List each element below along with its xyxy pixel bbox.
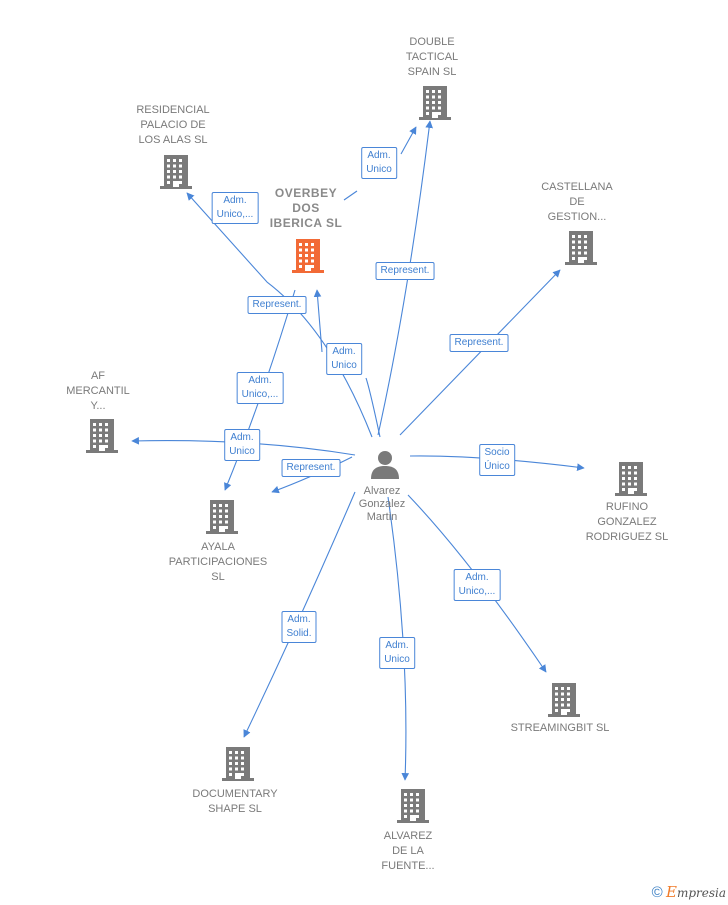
center-person-name[interactable]: Alvarez Gonzalez Martin (358, 485, 406, 523)
company-node-streaming[interactable]: STREAMINGBIT SL (500, 721, 620, 736)
building-icon[interactable] (615, 462, 647, 501)
relation-edge (399, 269, 561, 436)
relation-label[interactable]: Represent. (247, 296, 307, 314)
relation-label[interactable]: Represent. (281, 459, 341, 477)
person-icon (371, 451, 399, 479)
company-node-alvarez[interactable]: ALVAREZ DE LA FUENTE... (368, 829, 448, 874)
relation-edge (377, 120, 433, 436)
company-node-residencial[interactable]: RESIDENCIAL PALACIO DE LOS ALAS SL (123, 103, 223, 148)
brand-logo: Empresia (665, 883, 726, 901)
relation-label[interactable]: Adm. Unico,... (211, 192, 259, 224)
building-icon[interactable] (222, 747, 254, 786)
relation-label[interactable]: Adm. Unico (224, 429, 260, 461)
company-name: CASTELLANA DE GESTION... (541, 181, 613, 223)
company-node-castellana[interactable]: CASTELLANA DE GESTION... (527, 180, 627, 225)
brand-footer: © Empresia (652, 883, 726, 901)
center-person[interactable] (368, 446, 402, 480)
company-name: DOUBLE TACTICAL SPAIN SL (405, 36, 459, 78)
company-node-documentary[interactable]: DOCUMENTARY SHAPE SL (180, 787, 290, 817)
relation-label[interactable]: Adm. Unico,... (236, 372, 284, 404)
company-node-ayala[interactable]: AYALA PARTICIPACIONES SL (158, 540, 278, 585)
relation-label[interactable]: Adm. Unico (379, 637, 415, 669)
company-name: OVERBEY DOS IBERICA SL (269, 186, 343, 230)
company-node-af[interactable]: AF MERCANTIL Y... (58, 369, 138, 414)
building-icon[interactable] (160, 155, 192, 194)
copyright-icon: © (651, 884, 663, 901)
building-icon[interactable] (206, 500, 238, 539)
company-node-overbey[interactable]: OVERBEY DOS IBERICA SL (256, 186, 356, 231)
relation-edge (343, 127, 416, 201)
relation-label[interactable]: Represent. (375, 262, 435, 280)
relation-label[interactable]: Represent. (449, 334, 509, 352)
company-node-double[interactable]: DOUBLE TACTICAL SPAIN SL (392, 35, 472, 80)
building-icon[interactable] (419, 86, 451, 125)
company-name: DOCUMENTARY SHAPE SL (192, 788, 278, 815)
company-name: AYALA PARTICIPACIONES SL (168, 541, 268, 583)
relation-edge (317, 290, 381, 438)
building-icon[interactable] (565, 231, 597, 270)
relation-label[interactable]: Adm. Unico,... (453, 569, 501, 601)
company-node-rufino[interactable]: RUFINO GONZALEZ RODRIGUEZ SL (572, 500, 682, 545)
company-name: ALVAREZ DE LA FUENTE... (381, 830, 435, 872)
company-name: RESIDENCIAL PALACIO DE LOS ALAS SL (136, 104, 210, 146)
company-name: STREAMINGBIT SL (510, 722, 610, 734)
relation-label[interactable]: Socio Único (479, 444, 515, 476)
company-name: RUFINO GONZALEZ RODRIGUEZ SL (585, 501, 669, 543)
building-icon[interactable] (86, 419, 118, 458)
building-icon[interactable] (397, 789, 429, 828)
company-name: AF MERCANTIL Y... (66, 370, 130, 412)
relation-label[interactable]: Adm. Unico (326, 343, 362, 375)
relation-label[interactable]: Adm. Unico (361, 147, 397, 179)
building-icon[interactable] (548, 683, 580, 722)
relation-label[interactable]: Adm. Solid. (281, 611, 317, 643)
building-icon[interactable] (292, 239, 324, 278)
